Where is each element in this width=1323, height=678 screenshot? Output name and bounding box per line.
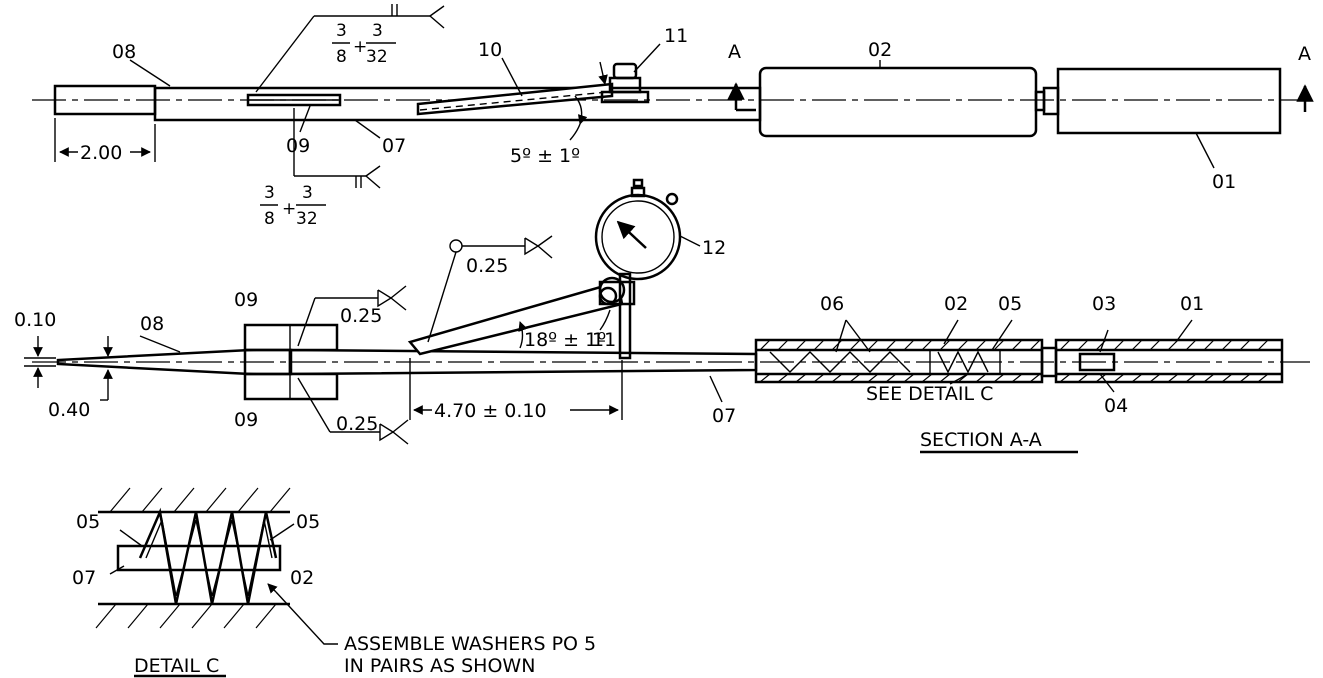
part-02-body (758, 66, 1038, 138)
detail-hatch (95, 487, 291, 629)
weld-top-a-den: 8 (336, 47, 347, 67)
hatching-02 (759, 339, 1041, 383)
label-11: 11 (664, 25, 688, 47)
part-09-upper (243, 323, 339, 352)
angle-18-deg: 18º ± 1º (524, 329, 606, 351)
label-09-upper: 09 (234, 289, 258, 311)
section-title: SECTION A-A (920, 429, 1042, 451)
detail-note-line1: ASSEMBLE WASHERS PO 5 (344, 633, 596, 655)
hatching-01 (1059, 339, 1269, 383)
weld-bot-b-num: 3 (302, 183, 313, 203)
weld-top-b-num: 3 (372, 21, 383, 41)
label-10: 10 (478, 39, 502, 61)
part-01-body (1056, 67, 1282, 135)
angle-5-deg: 5º ± 1º (510, 145, 580, 167)
dim-2-00: 2.00 (80, 142, 122, 164)
label-11-side: 11 (592, 329, 616, 351)
weld-top-a-num: 3 (336, 21, 347, 41)
weld-size-lever: 0.25 (466, 255, 508, 277)
label-07-side: 07 (712, 405, 736, 427)
dim-4-70: 4.70 ± 0.10 (434, 400, 547, 422)
top-view: A A 08 09 07 10 11 02 01 2.00 5º ± 1º 3 (32, 4, 1314, 229)
label-08-side: 08 (140, 313, 164, 335)
label-02: 02 (868, 39, 892, 61)
detail-title: DETAIL C (134, 655, 219, 677)
detail-label-02: 02 (290, 567, 314, 589)
weld-top-plus: + (353, 37, 367, 57)
see-detail-c: SEE DETAIL C (866, 383, 993, 405)
weld-bot-a-num: 3 (264, 183, 275, 203)
part-09-lower (243, 372, 339, 401)
label-05: 05 (998, 293, 1022, 315)
dim-0-40: 0.40 (48, 399, 90, 421)
label-07: 07 (382, 135, 406, 157)
label-03: 03 (1092, 293, 1116, 315)
detail-label-05a: 05 (76, 511, 100, 533)
label-06: 06 (820, 293, 844, 315)
weld-top-b-den: 32 (366, 47, 388, 67)
detail-label-07: 07 (72, 567, 96, 589)
detail-label-05b: 05 (296, 511, 320, 533)
weld-bot-b-den: 32 (296, 209, 318, 229)
part-11-knob (612, 62, 638, 80)
weld-size-upper: 0.25 (340, 305, 382, 327)
label-09-lower: 09 (234, 409, 258, 431)
part-10-lever (416, 82, 614, 116)
section-view: 18º ± 1º 11 12 0.25 0.25 (14, 178, 1310, 454)
detail-note-line2: IN PAIRS AS SHOWN (344, 655, 535, 677)
part-01-section (1054, 338, 1284, 384)
label-08: 08 (112, 41, 136, 63)
part-12-dial (594, 193, 682, 281)
label-12: 12 (702, 237, 726, 259)
label-04: 04 (1104, 395, 1128, 417)
label-02-side: 02 (944, 293, 968, 315)
detail-c: 05 05 07 02 ASSEMBLE WASHERS PO 5 IN PAI… (72, 487, 596, 678)
label-09: 09 (286, 135, 310, 157)
dim-0-10: 0.10 (14, 309, 56, 331)
weld-bot-plus: + (282, 199, 296, 219)
label-01-side: 01 (1180, 293, 1204, 315)
weld-size-lower: 0.25 (336, 413, 378, 435)
section-marker-a-right: A (1298, 43, 1311, 65)
label-01: 01 (1212, 171, 1236, 193)
section-marker-a-left: A (728, 41, 741, 63)
weld-bot-a-den: 8 (264, 209, 275, 229)
